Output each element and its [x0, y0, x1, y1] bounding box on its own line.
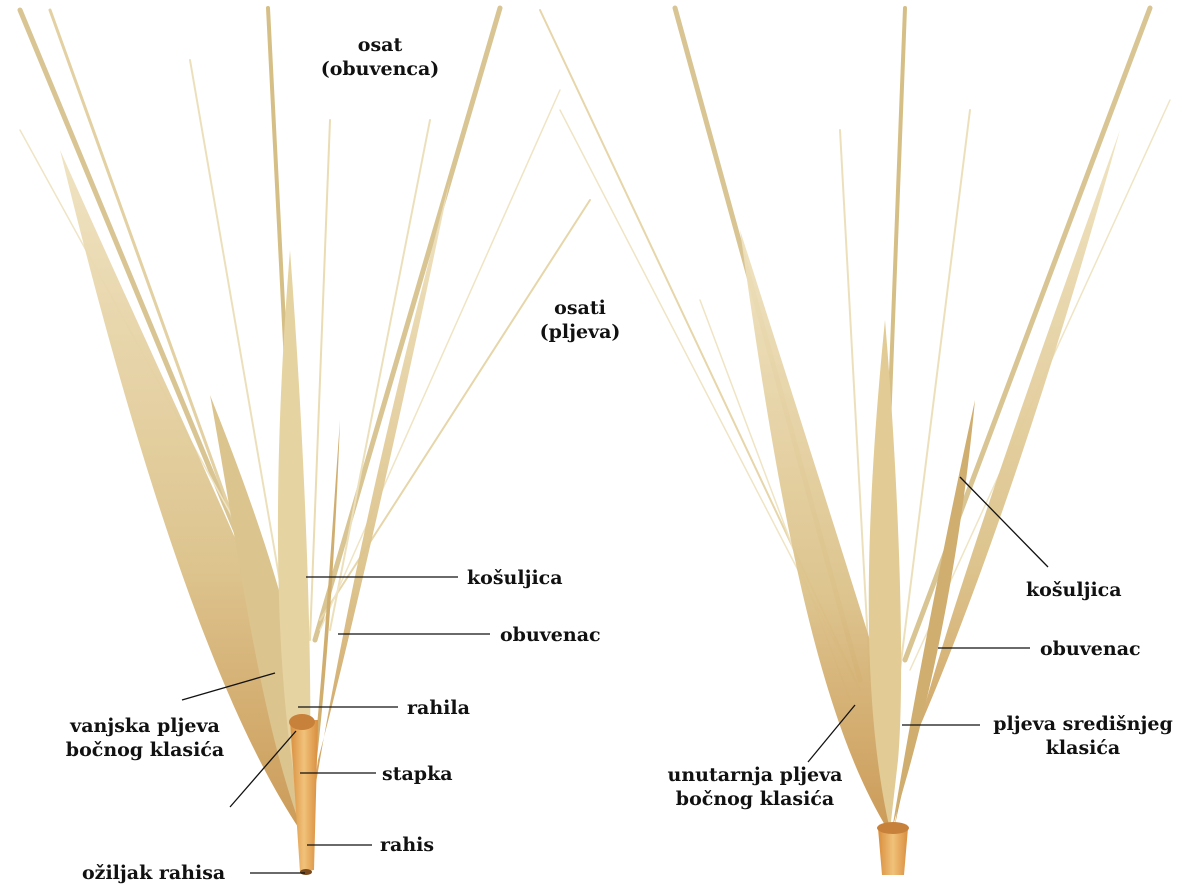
label-unutarnja-line1: unutarnja pljeva	[655, 763, 855, 787]
label-pljeva-sredisnjeg: pljeva središnjeg klasića	[983, 712, 1183, 760]
label-osati-line2: (pljeva)	[510, 320, 650, 344]
label-vanjska-pljeva: vanjska pljeva bočnog klasića	[45, 714, 245, 762]
label-obuvenac-right: obuvenac	[1040, 637, 1141, 661]
label-osati-line1: osati	[510, 296, 650, 320]
label-pljeva-line2: klasića	[983, 736, 1183, 760]
label-osat-line1: osat	[300, 33, 460, 57]
label-osat-line2: (obuvenca)	[300, 57, 460, 81]
label-osati: osati (pljeva)	[510, 296, 650, 344]
label-unutarnja-line2: bočnog klasića	[655, 787, 855, 811]
right-rachis	[877, 822, 909, 875]
label-kosuljica-left: košuljica	[467, 566, 563, 590]
label-unutarnja-pljeva: unutarnja pljeva bočnog klasića	[655, 763, 855, 811]
label-obuvenac-left: obuvenac	[500, 623, 601, 647]
label-stapka: stapka	[382, 762, 453, 786]
label-vanjska-line1: vanjska pljeva	[45, 714, 245, 738]
label-kosuljica-right: košuljica	[1026, 578, 1122, 602]
label-pljeva-line1: pljeva središnjeg	[983, 712, 1183, 736]
label-osat: osat (obuvenca)	[300, 33, 460, 81]
label-vanjska-line2: bočnog klasića	[45, 738, 245, 762]
label-rahila: rahila	[407, 696, 470, 720]
label-oziljak-rahisa: ožiljak rahisa	[82, 861, 225, 885]
label-rahis: rahis	[380, 833, 434, 857]
